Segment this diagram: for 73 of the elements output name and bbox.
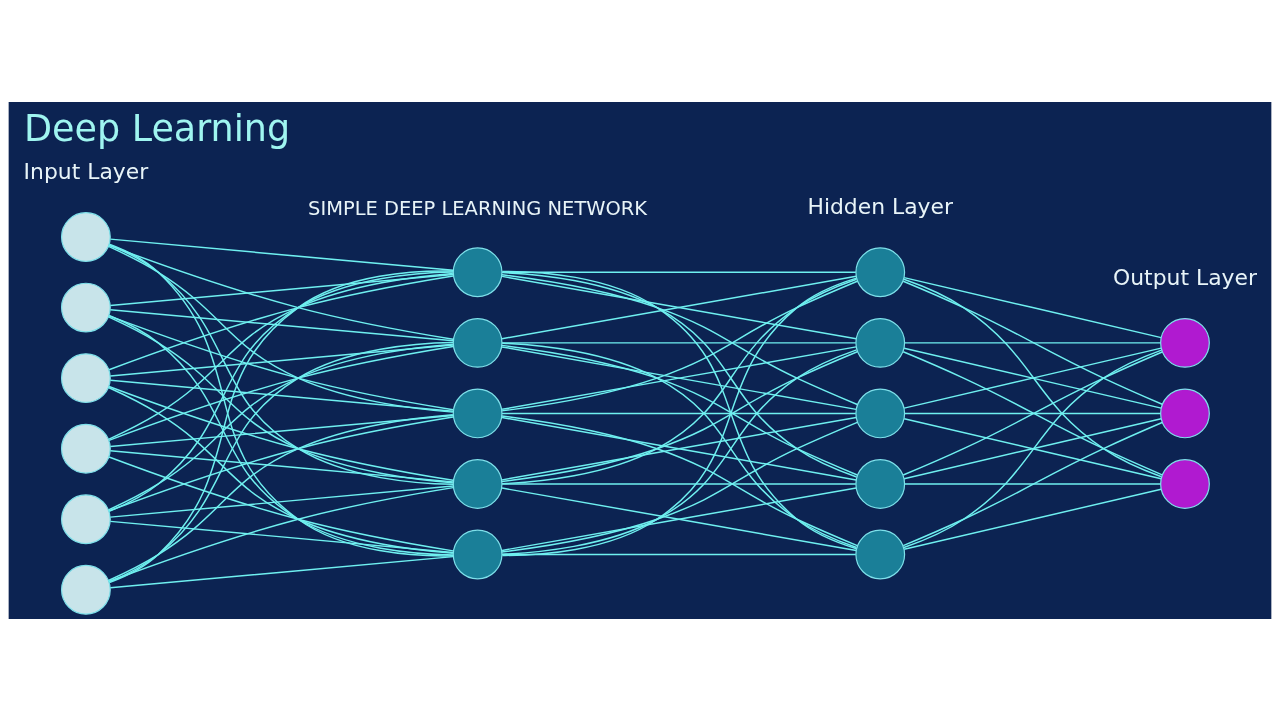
- node-circle: [452, 246, 503, 297]
- connector: [903, 276, 1162, 338]
- node-circle: [452, 529, 503, 579]
- connector: [903, 348, 1163, 548]
- connector: [903, 346, 1162, 409]
- connector: [902, 350, 1163, 476]
- connector: [501, 412, 857, 414]
- label: Hidden Layer: [807, 193, 954, 219]
- connector: [107, 386, 454, 554]
- connector: [108, 341, 454, 583]
- connector: [108, 314, 454, 556]
- connector: [109, 237, 455, 271]
- connector: [903, 482, 1162, 485]
- connector: [107, 245, 454, 413]
- node-circle: [452, 458, 503, 509]
- node-circle: [60, 352, 111, 403]
- node-circle: [855, 458, 906, 509]
- connector: [109, 520, 455, 553]
- label: Input Layer: [23, 158, 149, 184]
- connector: [108, 269, 454, 583]
- node-circle: [60, 493, 111, 544]
- node-circle: [60, 282, 111, 333]
- connector: [107, 315, 454, 483]
- connector: [109, 484, 455, 518]
- node-circle: [1160, 458, 1210, 509]
- connector: [501, 486, 857, 551]
- connector: [501, 482, 857, 485]
- connector: [108, 242, 454, 557]
- connector: [108, 385, 454, 481]
- connector: [108, 243, 454, 485]
- connector: [108, 455, 454, 552]
- connector: [108, 345, 454, 441]
- node-circle: [60, 564, 111, 615]
- connector: [501, 345, 857, 410]
- label: SIMPLE DEEP LEARNING NETWORK: [308, 196, 648, 220]
- connector: [109, 379, 455, 412]
- connector: [109, 343, 455, 377]
- node-circle: [855, 529, 906, 579]
- connector: [108, 274, 454, 370]
- node-circle: [60, 211, 111, 262]
- connector: [903, 278, 1163, 477]
- connector: [107, 413, 454, 581]
- connector: [903, 412, 1162, 414]
- connector: [903, 417, 1162, 479]
- connector: [107, 342, 454, 511]
- connector: [108, 314, 454, 410]
- node-circle: [60, 423, 111, 474]
- connector: [109, 555, 455, 588]
- connector: [109, 308, 455, 341]
- node-circle: [1160, 387, 1210, 438]
- node-circle: [855, 246, 906, 297]
- connector: [109, 273, 455, 306]
- diagram-title: Deep Learning: [23, 106, 291, 150]
- connector: [109, 414, 455, 447]
- connector: [108, 415, 454, 512]
- node-circle: [1160, 317, 1210, 368]
- connector: [501, 271, 857, 273]
- connector: [902, 421, 1163, 546]
- label: Output Layer: [1113, 264, 1257, 290]
- connector: [501, 553, 857, 555]
- connector: [501, 416, 857, 481]
- connector: [107, 272, 454, 440]
- connector: [902, 280, 1163, 405]
- connector: [903, 488, 1162, 550]
- connector: [108, 486, 454, 582]
- node-circle: [452, 317, 503, 368]
- connector: [501, 341, 857, 344]
- connector: [108, 270, 454, 512]
- node-circle: [452, 387, 503, 438]
- node-circle: [855, 317, 906, 368]
- node-circle: [855, 387, 906, 438]
- connector: [109, 449, 455, 483]
- connector: [903, 341, 1162, 344]
